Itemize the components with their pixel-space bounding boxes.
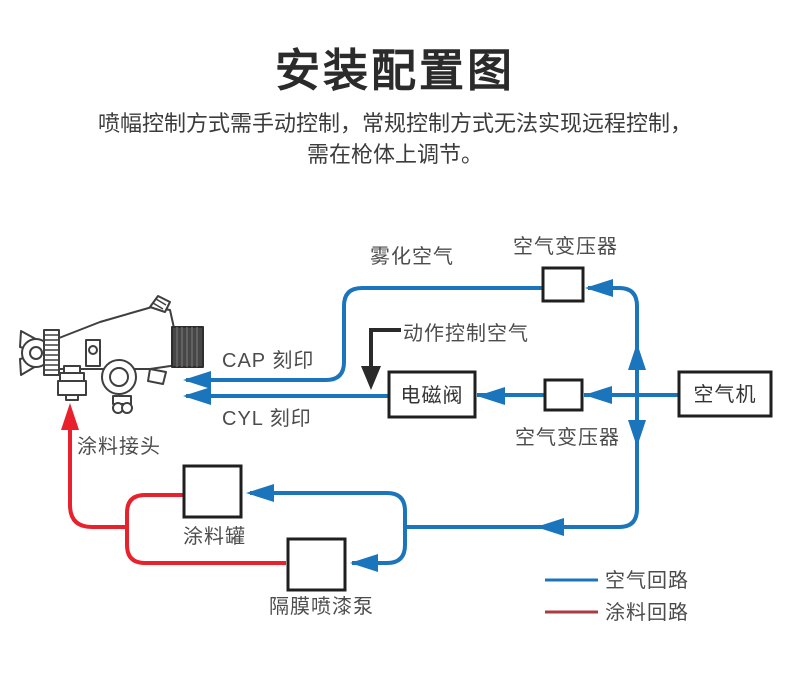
paint-connector-label: 涂料接头 xyxy=(77,435,161,458)
line-transformer1-to-gun-cap xyxy=(186,286,543,382)
top-fitting xyxy=(149,295,171,313)
round-knob-inner xyxy=(109,367,129,387)
line-gun-down-to-junction xyxy=(68,424,127,529)
legend-air-label: 空气回路 xyxy=(605,569,689,592)
solenoid-valve-label: 电磁阀 xyxy=(401,384,464,407)
air-transformer-top-label: 空气变压器 xyxy=(513,235,618,258)
arrow-up-paint-connector-icon xyxy=(61,403,79,430)
air-flow-arrows xyxy=(183,279,646,572)
line-junction-to-tank-pump xyxy=(125,493,286,565)
paint-tank-box xyxy=(182,464,243,519)
diaphragm-pump-label: 隔膜喷漆泵 xyxy=(269,595,374,618)
bottom-screw-right xyxy=(121,402,133,414)
action-control-air-arrow xyxy=(361,328,401,390)
page-title: 安装配置图 xyxy=(274,45,515,96)
paint-fitting-top xyxy=(63,365,81,374)
subtitle-line-1: 喷幅控制方式需手动控制，常规控制方式无法实现远程控制， xyxy=(97,111,692,136)
atomizing-air-label: 雾化空气 xyxy=(370,245,454,268)
subtitle-line-2: 需在枪体上调节。 xyxy=(306,142,483,167)
paint-fitting-mid xyxy=(59,372,85,382)
knurled-ring xyxy=(43,329,60,376)
arrow-down-junction-icon xyxy=(628,420,646,447)
paint-fitting-body xyxy=(57,380,87,396)
rear-knob-ribs xyxy=(176,327,198,367)
arrow-into-solenoid-icon xyxy=(477,387,505,405)
cyl-mark-label: CYL 刻印 xyxy=(222,407,312,430)
top-fitting-threads xyxy=(152,298,167,310)
arrow-into-transformer1-icon xyxy=(585,279,613,297)
line-branch-tank-pump xyxy=(250,491,407,565)
arrow-into-transformer2-icon xyxy=(584,386,612,404)
air-transformer-top-box xyxy=(541,266,585,303)
arrow-up-junction-icon xyxy=(628,343,646,370)
nozzle-inner xyxy=(29,346,43,360)
paint-fitting-tip xyxy=(65,394,79,401)
black-elbow-line xyxy=(369,328,401,368)
subtitle: 喷幅控制方式需手动控制，常规控制方式无法实现远程控制， 需在枪体上调节。 xyxy=(0,108,790,170)
action-control-air-label: 动作控制空气 xyxy=(403,322,529,345)
solenoid-valve-box xyxy=(387,370,477,419)
arrow-down-black-icon xyxy=(361,366,381,390)
line-junction-up-to-transformer1 xyxy=(588,286,639,395)
arrow-into-gun-cap-icon xyxy=(183,371,211,389)
air-compressor-label: 空气机 xyxy=(694,383,757,406)
air-transformer-bottom-label: 空气变压器 xyxy=(515,426,620,449)
air-circuit-lines xyxy=(186,286,678,565)
legend: 空气回路 涂料回路 xyxy=(545,569,689,624)
line-junction-down-left xyxy=(407,395,639,529)
body-bracket-screw xyxy=(88,345,98,355)
spray-gun-illustration xyxy=(19,295,204,414)
air-transformer-bottom-box xyxy=(543,378,584,412)
air-compressor-box xyxy=(677,370,773,418)
arrow-into-gun-cyl-icon xyxy=(183,387,211,405)
arrow-into-tank-icon xyxy=(246,484,274,502)
diaphragm-pump-box xyxy=(286,537,347,592)
paint-tank-label: 涂料罐 xyxy=(183,525,246,548)
arrow-bottom-left-icon xyxy=(536,518,564,536)
legend-paint-label: 涂料回路 xyxy=(605,601,689,624)
knurled-ring-ribs xyxy=(44,334,59,371)
cap-mark-label: CAP 刻印 xyxy=(222,349,314,372)
arrow-into-pump-icon xyxy=(350,554,378,572)
side-fitting xyxy=(147,368,167,385)
paint-circuit-lines xyxy=(61,403,286,565)
